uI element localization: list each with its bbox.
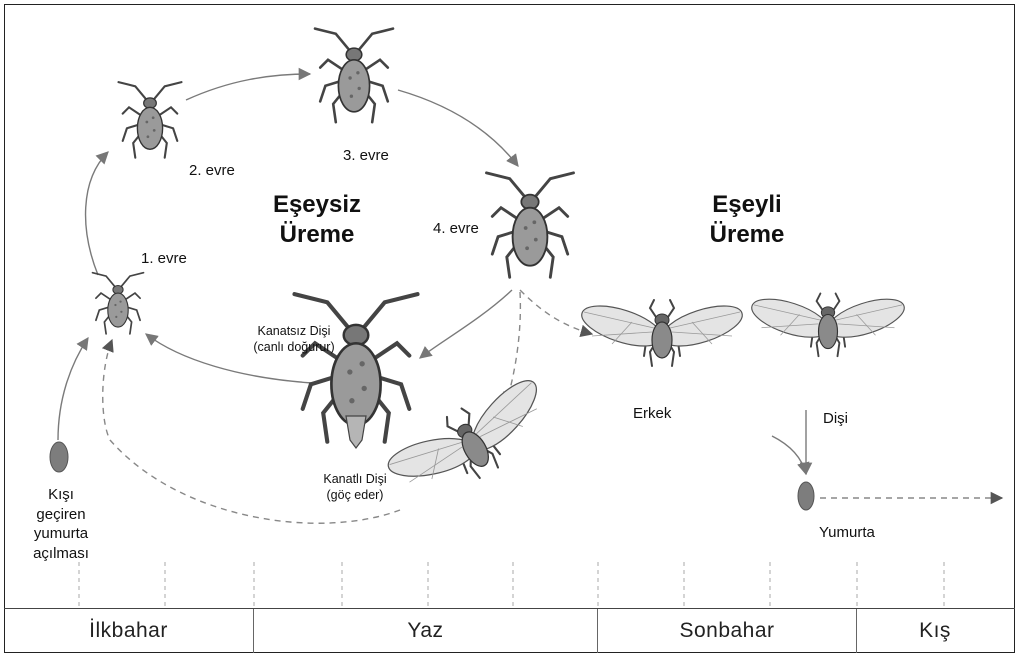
- female-label: Dişi: [823, 410, 848, 427]
- overwinter-line4: açılması: [20, 544, 102, 564]
- wingless-female-label: Kanatsız Dişi (canlı doğurur): [224, 324, 364, 355]
- overwinter-egg-icon: [50, 442, 68, 472]
- stage1-label: 1. evre: [141, 250, 187, 267]
- cycle-arrows: [58, 74, 806, 474]
- sexual-title-line2: Üreme: [688, 220, 806, 250]
- season-spring: İlkbahar: [4, 609, 254, 653]
- offspring-icon: [346, 416, 366, 448]
- asexual-title: Eşeysiz Üreme: [258, 190, 376, 250]
- egg-icon: [798, 482, 814, 510]
- stage3-label: 3. evre: [343, 147, 389, 164]
- asexual-title-line1: Eşeysiz: [258, 190, 376, 220]
- wingless-female-line2: (canlı doğurur): [224, 340, 364, 356]
- sexual-title: Eşeyli Üreme: [688, 190, 806, 250]
- timeline-ticks: [79, 562, 944, 608]
- winged-female-line2: (göç eder): [300, 488, 410, 504]
- female-winged-icon: [747, 291, 908, 356]
- stage2-label: 2. evre: [189, 162, 235, 179]
- asexual-title-line2: Üreme: [258, 220, 376, 250]
- stage4-label: 4. evre: [433, 220, 479, 237]
- season-summer: Yaz: [254, 609, 598, 653]
- aphid-stage3-icon: [315, 29, 393, 123]
- overwinter-line1: Kışı: [20, 485, 102, 505]
- egg-label: Yumurta: [819, 524, 875, 541]
- aphid-stage2-icon: [119, 82, 182, 158]
- wingless-female-line1: Kanatsız Dişi: [224, 324, 364, 340]
- aphid-stage4-icon: [487, 173, 574, 277]
- male-label: Erkek: [633, 405, 671, 422]
- aphid-stage1-icon: [93, 273, 144, 334]
- winged-female-label: Kanatlı Dişi (göç eder): [300, 472, 410, 503]
- overwinter-egg-label: Kışı geçiren yumurta açılması: [20, 485, 102, 563]
- season-winter: Kış: [857, 609, 1013, 653]
- season-autumn: Sonbahar: [598, 609, 857, 653]
- sexual-title-line1: Eşeyli: [688, 190, 806, 220]
- overwinter-line2: geçiren: [20, 505, 102, 525]
- winged-female-line1: Kanatlı Dişi: [300, 472, 410, 488]
- male-winged-icon: [577, 298, 747, 366]
- overwinter-line3: yumurta: [20, 524, 102, 544]
- season-bar: İlkbahar Yaz Sonbahar Kış: [4, 608, 1015, 653]
